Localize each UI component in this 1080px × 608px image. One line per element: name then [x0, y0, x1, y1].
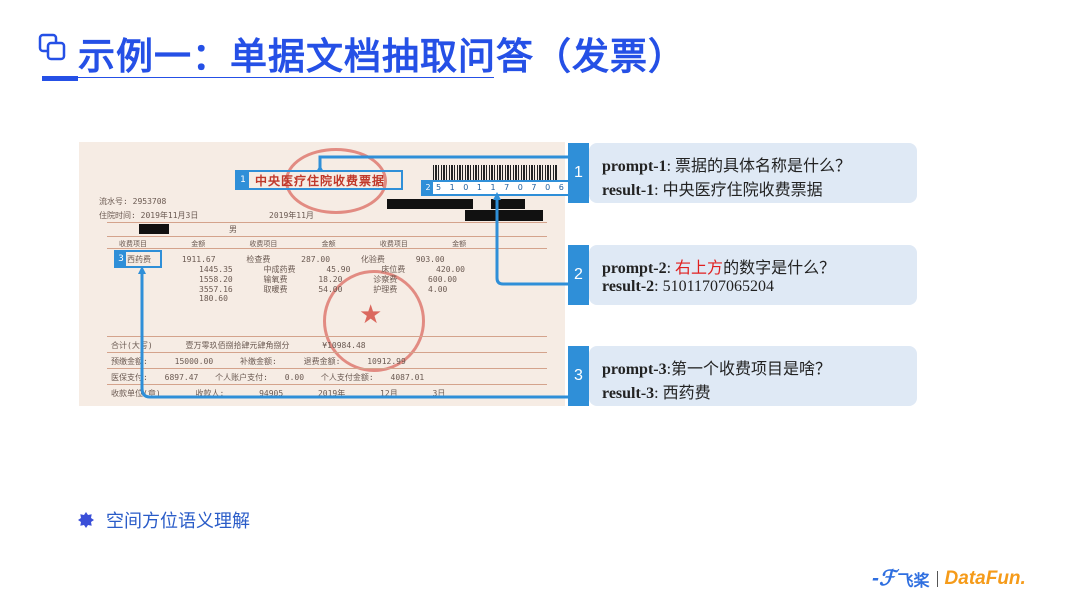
paddle-logo-icon: -ℱ [872, 567, 896, 590]
prompt-2-text: prompt-2: 右上方的数字是什么？ [602, 260, 836, 277]
qa-card-3: prompt-3:第一个收费项目是啥？ result-3: 西药费 [589, 346, 917, 406]
receipt-column-header: 收费项目 金额 收费项目 金额 收费项目 金额 [119, 240, 467, 248]
receipt-code: 5 1 0 1 1 7 0 7 0 6 5 2 0 4 [436, 183, 622, 192]
gear-bullet-icon [78, 512, 94, 528]
receipt-serial: 流水号: 2953708 [99, 197, 167, 206]
copy-squares-icon [38, 33, 66, 61]
page-title: 示例一：单据文档抽取问答（发票） [78, 35, 686, 78]
redaction [387, 199, 473, 209]
result-3-text: result-3: 西药费 [602, 385, 711, 402]
receipt-row: 1558.20 输氧费 18.20 诊察费 600.00 [199, 275, 457, 284]
receipt-row: 3557.16 取暖费 54.00 护理费 4.00 [199, 285, 448, 294]
receipt-discharge-date: 2019年11月 [269, 211, 314, 220]
first-item-box: 3 [114, 250, 162, 268]
redaction [139, 224, 169, 234]
receipt-total: 合计(大写) 壹万零玖佰捌拾肆元肆角捌分 ¥10984.48 [111, 341, 366, 350]
result-2-text: result-2: 51011707065204 [602, 278, 774, 295]
qa-card-1: prompt-1: 票据的具体名称是什么？ result-1: 中央医疗住院收费… [589, 143, 917, 203]
bullet-text: 空间方位语义理解 [106, 511, 250, 532]
receipt-footer: 收款单位(章) 收款人: 94905 2019年 12月 3日 [111, 389, 446, 398]
title-underline-accent [42, 76, 78, 81]
barcode [433, 165, 558, 181]
prompt-3-text: prompt-3:第一个收费项目是啥？ [602, 361, 832, 378]
receipt-row: 1445.35 中成药费 45.90 床位费 420.00 [199, 265, 465, 274]
receipt-row: 180.60 [199, 294, 228, 303]
logo-divider [936, 570, 938, 587]
result-1-text: result-1: 中央医疗住院收费票据 [602, 182, 823, 199]
title-underline [42, 77, 494, 78]
redaction [465, 210, 543, 221]
receipt-gender: 男 [229, 225, 237, 234]
top-seal [285, 148, 387, 214]
redaction [491, 199, 525, 209]
datafun-logo: DataFun. [944, 567, 1026, 589]
receipt-admit-date: 住院时间: 2019年11月3日 [99, 211, 199, 220]
qa-card-2: prompt-2: 右上方的数字是什么？ result-2: 510117070… [589, 245, 917, 305]
card-number-1: 1 [568, 143, 589, 203]
highlight-text: 右上方 [675, 260, 724, 277]
receipt-prepay: 预缴金额: 15000.00 补缴金额: 退费金额: 10912.99 [111, 357, 406, 366]
receipt-title: 中央医疗住院收费票据 [255, 174, 386, 188]
brand-logo: -ℱ 飞桨 DataFun. [872, 566, 1026, 591]
receipt-insurance: 医保支付: 6897.47 个人账户支付: 0.00 个人支付金额: 4087.… [111, 373, 425, 382]
paddle-logo-text: 飞桨 [897, 570, 930, 590]
receipt-row: 西药费 1911.67 检查费 287.00 化验费 903.00 [127, 255, 445, 264]
center-seal [323, 270, 425, 372]
prompt-1-text: prompt-1: 票据的具体名称是什么？ [602, 158, 852, 175]
card-number-2: 2 [568, 245, 589, 305]
seal-star-icon: ★ [359, 300, 383, 330]
bullet-item: 空间方位语义理解 [78, 507, 250, 533]
card-number-3: 3 [568, 346, 589, 406]
